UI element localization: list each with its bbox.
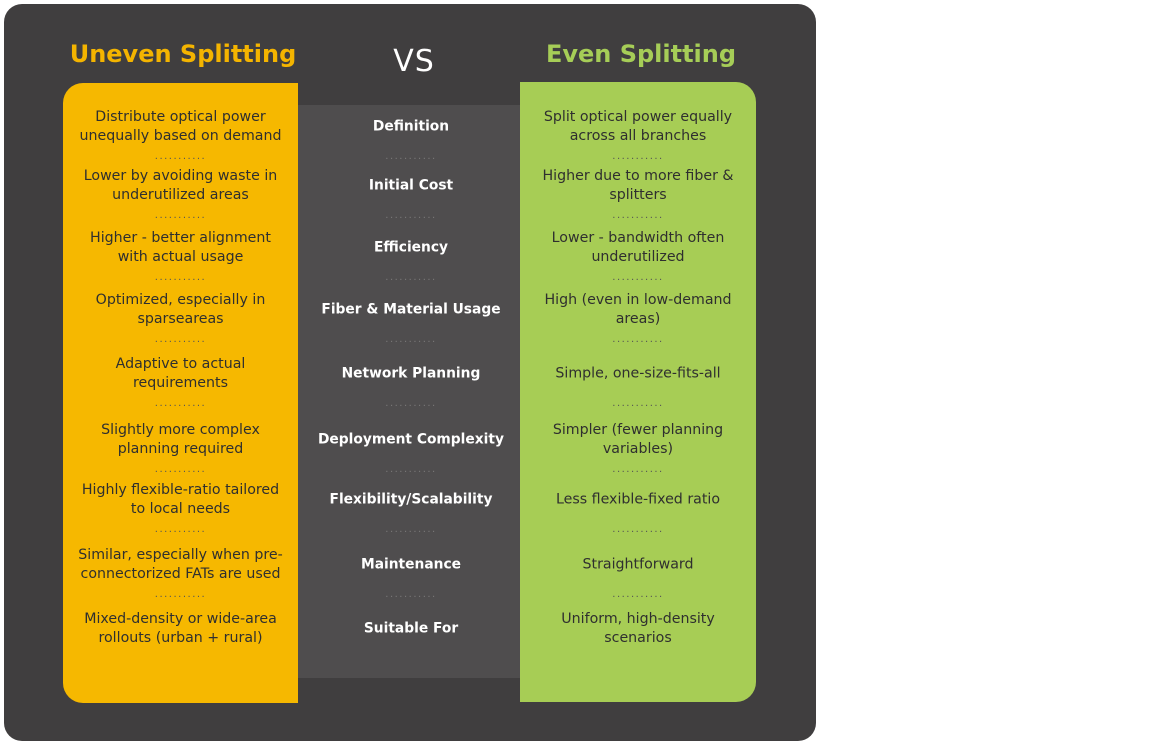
uneven-splitting-title: Uneven Splitting [69, 40, 297, 68]
row-separator: ........... [154, 210, 207, 221]
uneven-cell: Adaptive to actual requirements [115, 356, 246, 391]
row-separator: ........... [385, 464, 437, 475]
even-cell: Uniform, high-density scenarios [561, 611, 715, 646]
row-separator: ........... [154, 524, 207, 535]
uneven-cell: Mixed-density or wide-area rollouts (urb… [84, 611, 277, 646]
criterion-cell: Deployment Complexity [317, 431, 504, 448]
criterion-cell: Network Planning [341, 365, 481, 382]
row-separator: ........... [612, 589, 664, 600]
criterion-cell: Flexibility/Scalability [329, 491, 493, 508]
row-separator: ........... [154, 398, 207, 409]
comparison-card: Uneven Splitting VS Even Splitting Defin… [4, 4, 816, 741]
row-separator: ........... [154, 151, 207, 162]
row-separator: ........... [385, 524, 437, 535]
even-cell: Straightforward [582, 556, 694, 573]
row-separator: ........... [154, 464, 207, 475]
uneven-cell: Optimized, especially in sparseareas [95, 292, 266, 327]
uneven-cell: Highly flexible-ratio tailored to local … [81, 482, 280, 517]
even-cell: Simpler (fewer planning variables) [552, 422, 724, 457]
uneven-cell: Lower by avoiding waste in underutilized… [83, 168, 278, 203]
criterion-cell: Initial Cost [368, 177, 454, 194]
row-separator: ........... [385, 272, 437, 283]
versus-label: VS [393, 44, 435, 79]
uneven-cell: Similar, especially when pre-connectoriz… [78, 547, 283, 582]
criterion-cell: Fiber & Material Usage [321, 301, 501, 318]
row-separator: ........... [612, 151, 664, 162]
row-separator: ........... [612, 210, 664, 221]
even-splitting-title: Even Splitting [545, 40, 737, 68]
even-cell: Less flexible-fixed ratio [555, 491, 721, 508]
row-separator: ........... [154, 589, 207, 600]
even-cell: Split optical power equally across all b… [543, 109, 733, 144]
criterion-cell: Maintenance [360, 556, 462, 573]
row-separator: ........... [612, 272, 664, 283]
criterion-cell: Efficiency [373, 239, 449, 256]
row-separator: ........... [612, 398, 664, 409]
criterion-cell: Definition [372, 118, 450, 135]
uneven-cell: Distribute optical power unequally based… [79, 109, 282, 144]
even-cell: Higher due to more fiber & splitters [542, 168, 734, 203]
row-separator: ........... [154, 334, 207, 345]
uneven-cell: Higher - better alignment with actual us… [90, 230, 271, 265]
even-cell: Lower - bandwidth often underutilized [551, 230, 725, 265]
row-separator: ........... [385, 398, 437, 409]
row-separator: ........... [385, 589, 437, 600]
even-cell: Simple, one-size-fits-all [555, 365, 721, 382]
row-separator: ........... [612, 464, 664, 475]
row-separator: ........... [385, 210, 437, 221]
row-separator: ........... [385, 151, 437, 162]
uneven-cell: Slightly more complex planning required [101, 422, 260, 457]
row-separator: ........... [385, 334, 437, 345]
uneven-splitting-column: Distribute optical power unequally based… [63, 83, 298, 703]
even-cell: High (even in low-demand areas) [544, 292, 732, 327]
criterion-cell: Suitable For [363, 620, 459, 637]
row-separator: ........... [612, 524, 664, 535]
row-separator: ........... [612, 334, 664, 345]
row-separator: ........... [154, 272, 207, 283]
even-splitting-column: Split optical power equally across all b… [520, 82, 756, 702]
